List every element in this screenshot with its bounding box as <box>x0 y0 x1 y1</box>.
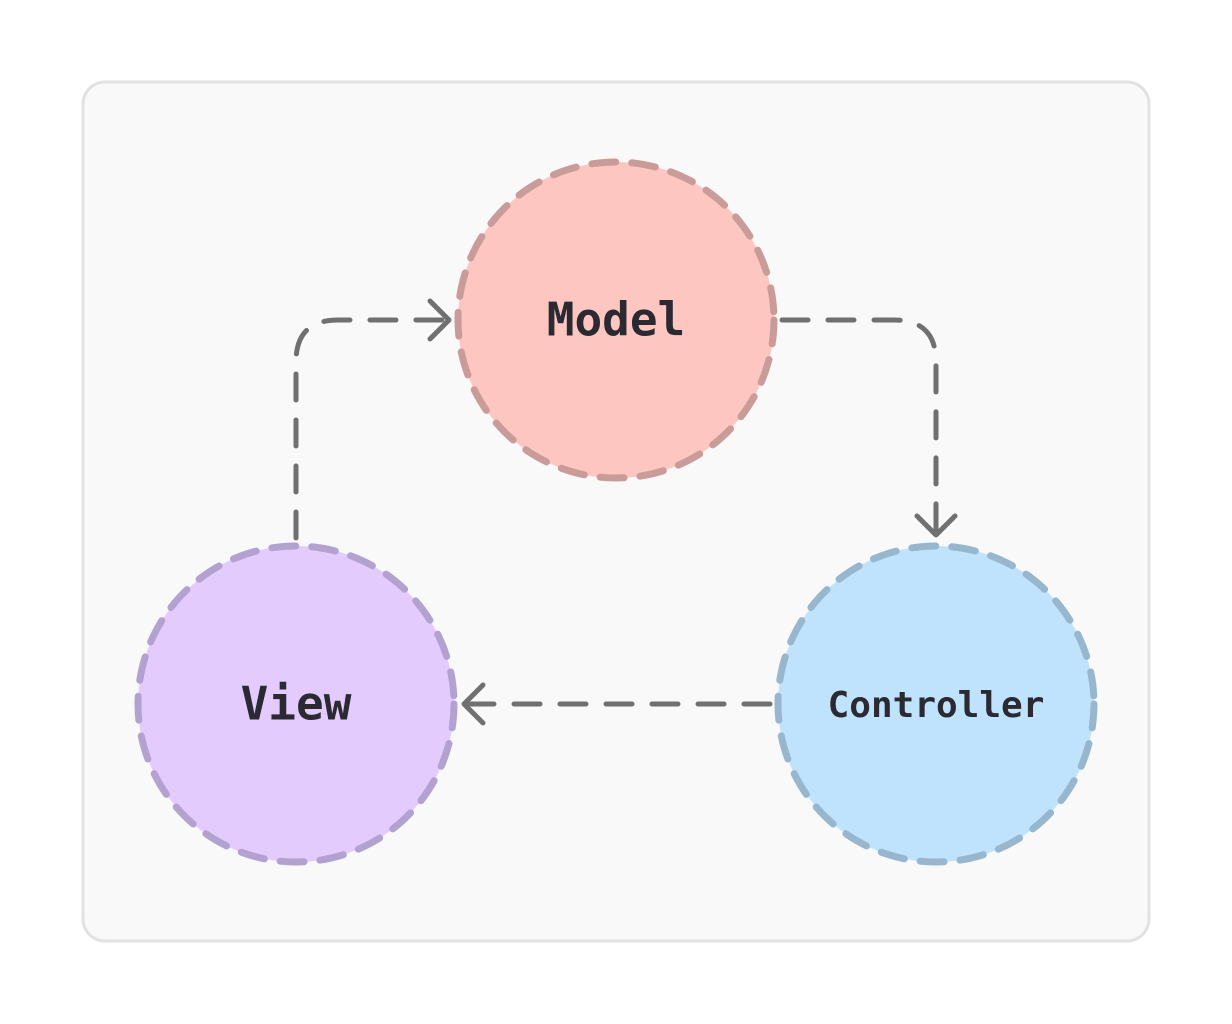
edge-model-to-controller <box>779 317 939 537</box>
view-circle <box>134 542 458 866</box>
model-label: Model <box>547 293 685 347</box>
node-model[interactable]: Model <box>454 158 778 482</box>
arrowhead-into-view <box>461 682 486 726</box>
model-circle <box>454 158 778 482</box>
controller-circle <box>774 542 1098 866</box>
edges <box>293 298 958 726</box>
view-label: View <box>241 677 352 731</box>
edge-view-to-model <box>293 317 451 541</box>
node-controller[interactable]: Controller <box>774 542 1098 866</box>
arrowhead-into-model <box>427 298 452 342</box>
arrowhead-into-controller <box>914 513 958 538</box>
node-view[interactable]: View <box>134 542 458 866</box>
controller-label: Controller <box>828 685 1045 726</box>
